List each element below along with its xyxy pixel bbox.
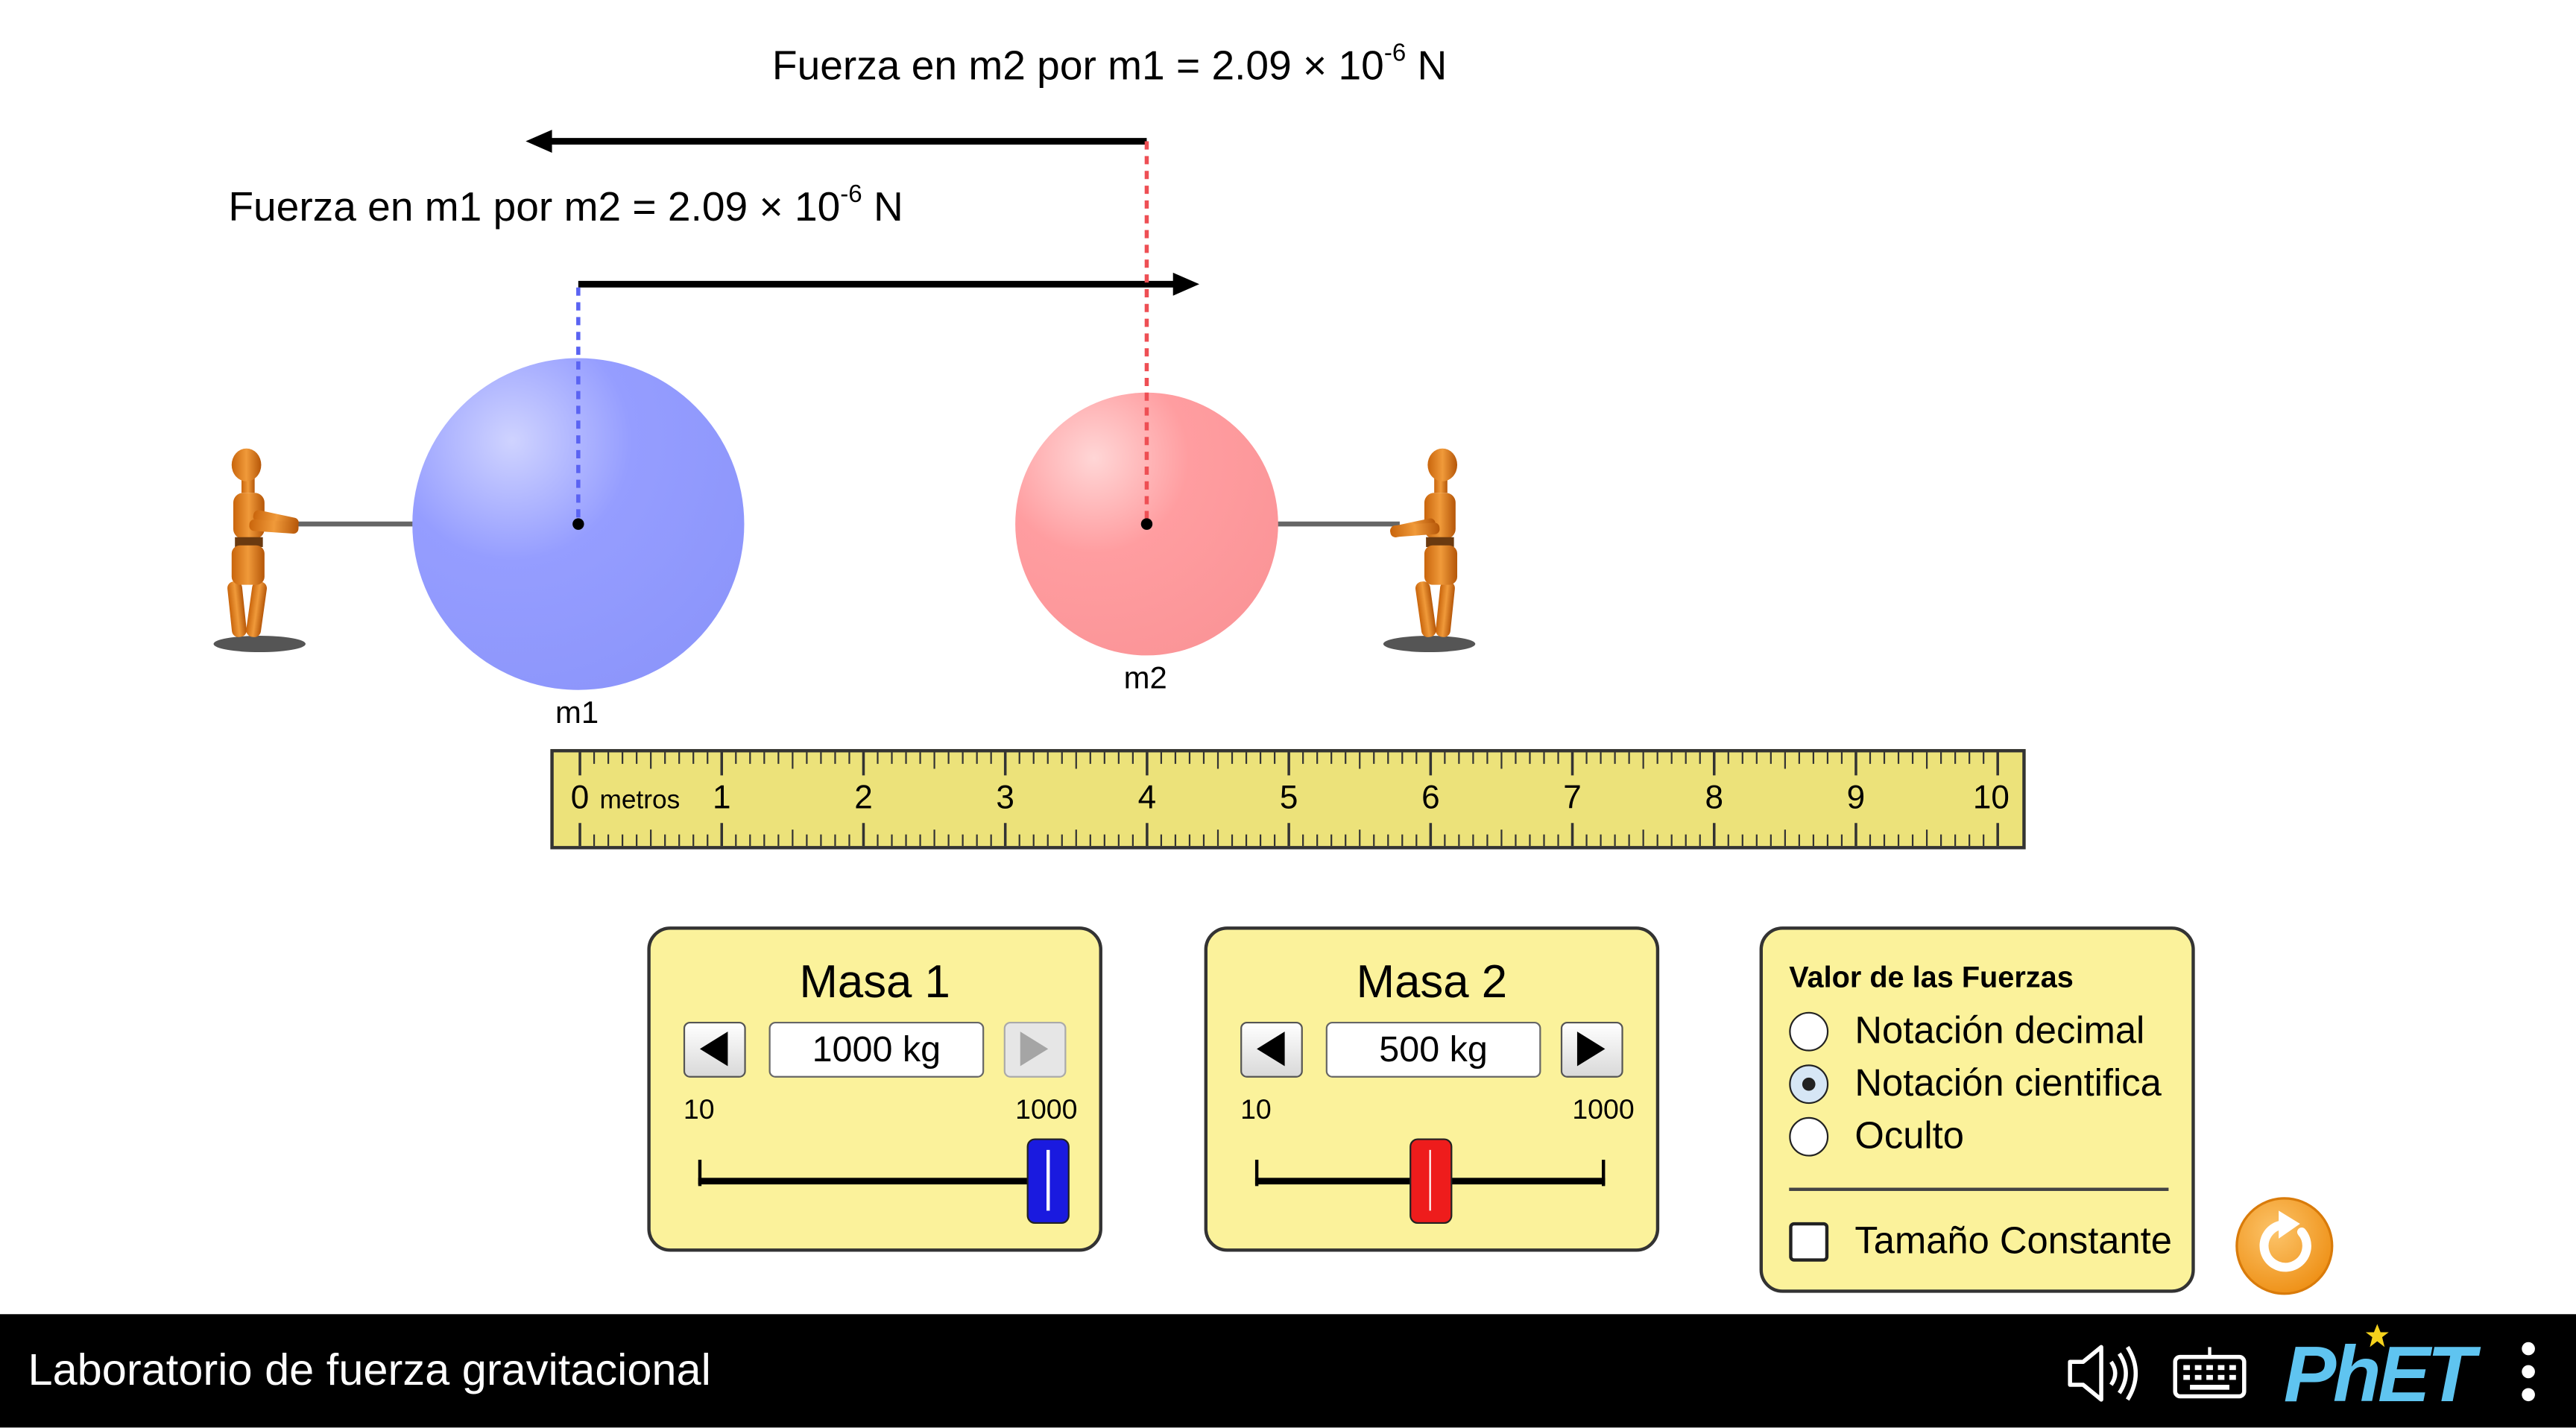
radio-hidden-circle[interactable]: [1789, 1116, 1829, 1157]
force-on-m2-text: Fuerza en m2 por m1 = 2.09 × 10: [771, 43, 1384, 89]
sim-title: Laboratorio de fuerza gravitacional: [28, 1345, 711, 1395]
radio-decimal-notation-label: Notación decimal: [1854, 1008, 2145, 1052]
reset-icon: [2235, 1197, 2334, 1295]
phet-star-icon: [2365, 1324, 2389, 1348]
ruler-tick-label: 8: [1705, 780, 1723, 817]
ruler-tick-label: 3: [996, 780, 1014, 817]
reset-all-button[interactable]: [2235, 1196, 2334, 1296]
ruler-tick-label: 2: [854, 780, 873, 817]
force-on-m2-label: Fuerza en m2 por m1 = 2.09 × 10-6 N: [771, 39, 1448, 91]
mass-m2-label: m2: [1123, 662, 1167, 697]
mass2-slider-thumb[interactable]: [1409, 1138, 1452, 1225]
mass2-decrease-button[interactable]: [1240, 1021, 1303, 1078]
left-triangle-icon: [1257, 1031, 1285, 1067]
radio-scientific-notation-circle[interactable]: [1789, 1064, 1829, 1105]
force-on-m1-text: Fuerza en m1 por m2 = 2.09 × 10: [228, 184, 841, 231]
constant-size-checkbox[interactable]: [1789, 1222, 1829, 1262]
mass2-min-label: 10: [1240, 1093, 1272, 1125]
ruler-tick-label: 9: [1846, 780, 1866, 817]
left-puller-figure-icon: [213, 448, 306, 653]
ruler-tick-label: 0: [570, 780, 590, 817]
mass2-slider-max-tick: [1601, 1160, 1606, 1187]
force-on-m1-unit: N: [862, 184, 903, 231]
force-values-panel: Valor de las Fuerzas Notación decimal No…: [1759, 926, 2195, 1293]
mass2-panel: Masa 2 500 kg 10 1000: [1204, 926, 1660, 1252]
mass2-value: 500 kg: [1325, 1021, 1541, 1078]
force-on-m1-exponent: -6: [840, 180, 862, 209]
mass2-title: Masa 2: [1356, 955, 1508, 1008]
ruler-tick-label: 10: [1972, 780, 2010, 817]
mass1-slider-min-tick: [698, 1160, 702, 1187]
mass2-increase-button[interactable]: [1560, 1021, 1623, 1078]
panel-divider: [1789, 1187, 2169, 1190]
ruler-ticks: [578, 752, 1999, 847]
force-arrow-on-m1: [578, 272, 1199, 296]
phet-logo-text: PhET: [2283, 1332, 2475, 1420]
scene-graphics: [213, 130, 1476, 690]
mass1-title: Masa 1: [799, 955, 950, 1008]
mass1-slider-thumb[interactable]: [1026, 1138, 1070, 1225]
mass-m1-label: m1: [555, 696, 599, 731]
m2-center-dot: [1140, 518, 1153, 530]
mass1-decrease-button[interactable]: [683, 1021, 746, 1078]
mass2-max-label: 1000: [1572, 1093, 1635, 1125]
audio-speaker-icon[interactable]: [2063, 1341, 2142, 1406]
force-on-m2-unit: N: [1406, 43, 1448, 89]
right-triangle-icon: [1576, 1031, 1606, 1067]
right-puller-figure-icon: [1383, 448, 1476, 653]
mass1-slider-track[interactable]: [698, 1178, 1049, 1185]
mass2-slider-min-tick: [1254, 1160, 1259, 1187]
constant-size-checkbox-row[interactable]: Tamaño Constante: [1789, 1219, 2183, 1268]
radio-scientific-notation-label: Notación cientifica: [1854, 1061, 2162, 1105]
keyboard-icon[interactable]: [2172, 1347, 2247, 1403]
radio-hidden-label: Oculto: [1854, 1113, 1964, 1157]
mass1-panel: Masa 1 1000 kg 10 1000: [647, 926, 1102, 1252]
right-triangle-icon: [1020, 1031, 1049, 1067]
navigation-bar: Laboratorio de fuerza gravitacional PhET: [0, 1314, 2576, 1428]
ruler-tick-label: 6: [1421, 780, 1440, 817]
ruler-unit-label: metros: [599, 786, 681, 815]
force-values-title: Valor de las Fuerzas: [1789, 961, 2074, 994]
constant-size-label: Tamaño Constante: [1854, 1219, 2172, 1262]
ruler-tick-label: 1: [712, 780, 731, 817]
mass1-value: 1000 kg: [768, 1021, 985, 1078]
mass1-min-label: 10: [683, 1093, 715, 1125]
ruler-tick-label: 5: [1279, 780, 1298, 817]
menu-kebab-icon[interactable]: [2517, 1341, 2540, 1406]
ruler[interactable]: 0 1 2 3 4 5 6 7 8 9 10 metros: [550, 749, 2026, 850]
radio-decimal-notation-circle[interactable]: [1789, 1011, 1829, 1052]
mass1-max-label: 1000: [1015, 1093, 1078, 1125]
ruler-tick-label: 4: [1137, 780, 1157, 817]
m1-center-dot: [572, 518, 584, 530]
ruler-tick-label: 7: [1563, 780, 1582, 817]
left-triangle-icon: [699, 1031, 728, 1067]
force-on-m1-label: Fuerza en m1 por m2 = 2.09 × 10-6 N: [228, 180, 903, 233]
phet-logo[interactable]: PhET: [2283, 1324, 2498, 1420]
force-on-m2-exponent: -6: [1383, 39, 1407, 68]
force-arrow-on-m2: [525, 130, 1147, 153]
mass1-increase-button[interactable]: [1003, 1021, 1067, 1078]
